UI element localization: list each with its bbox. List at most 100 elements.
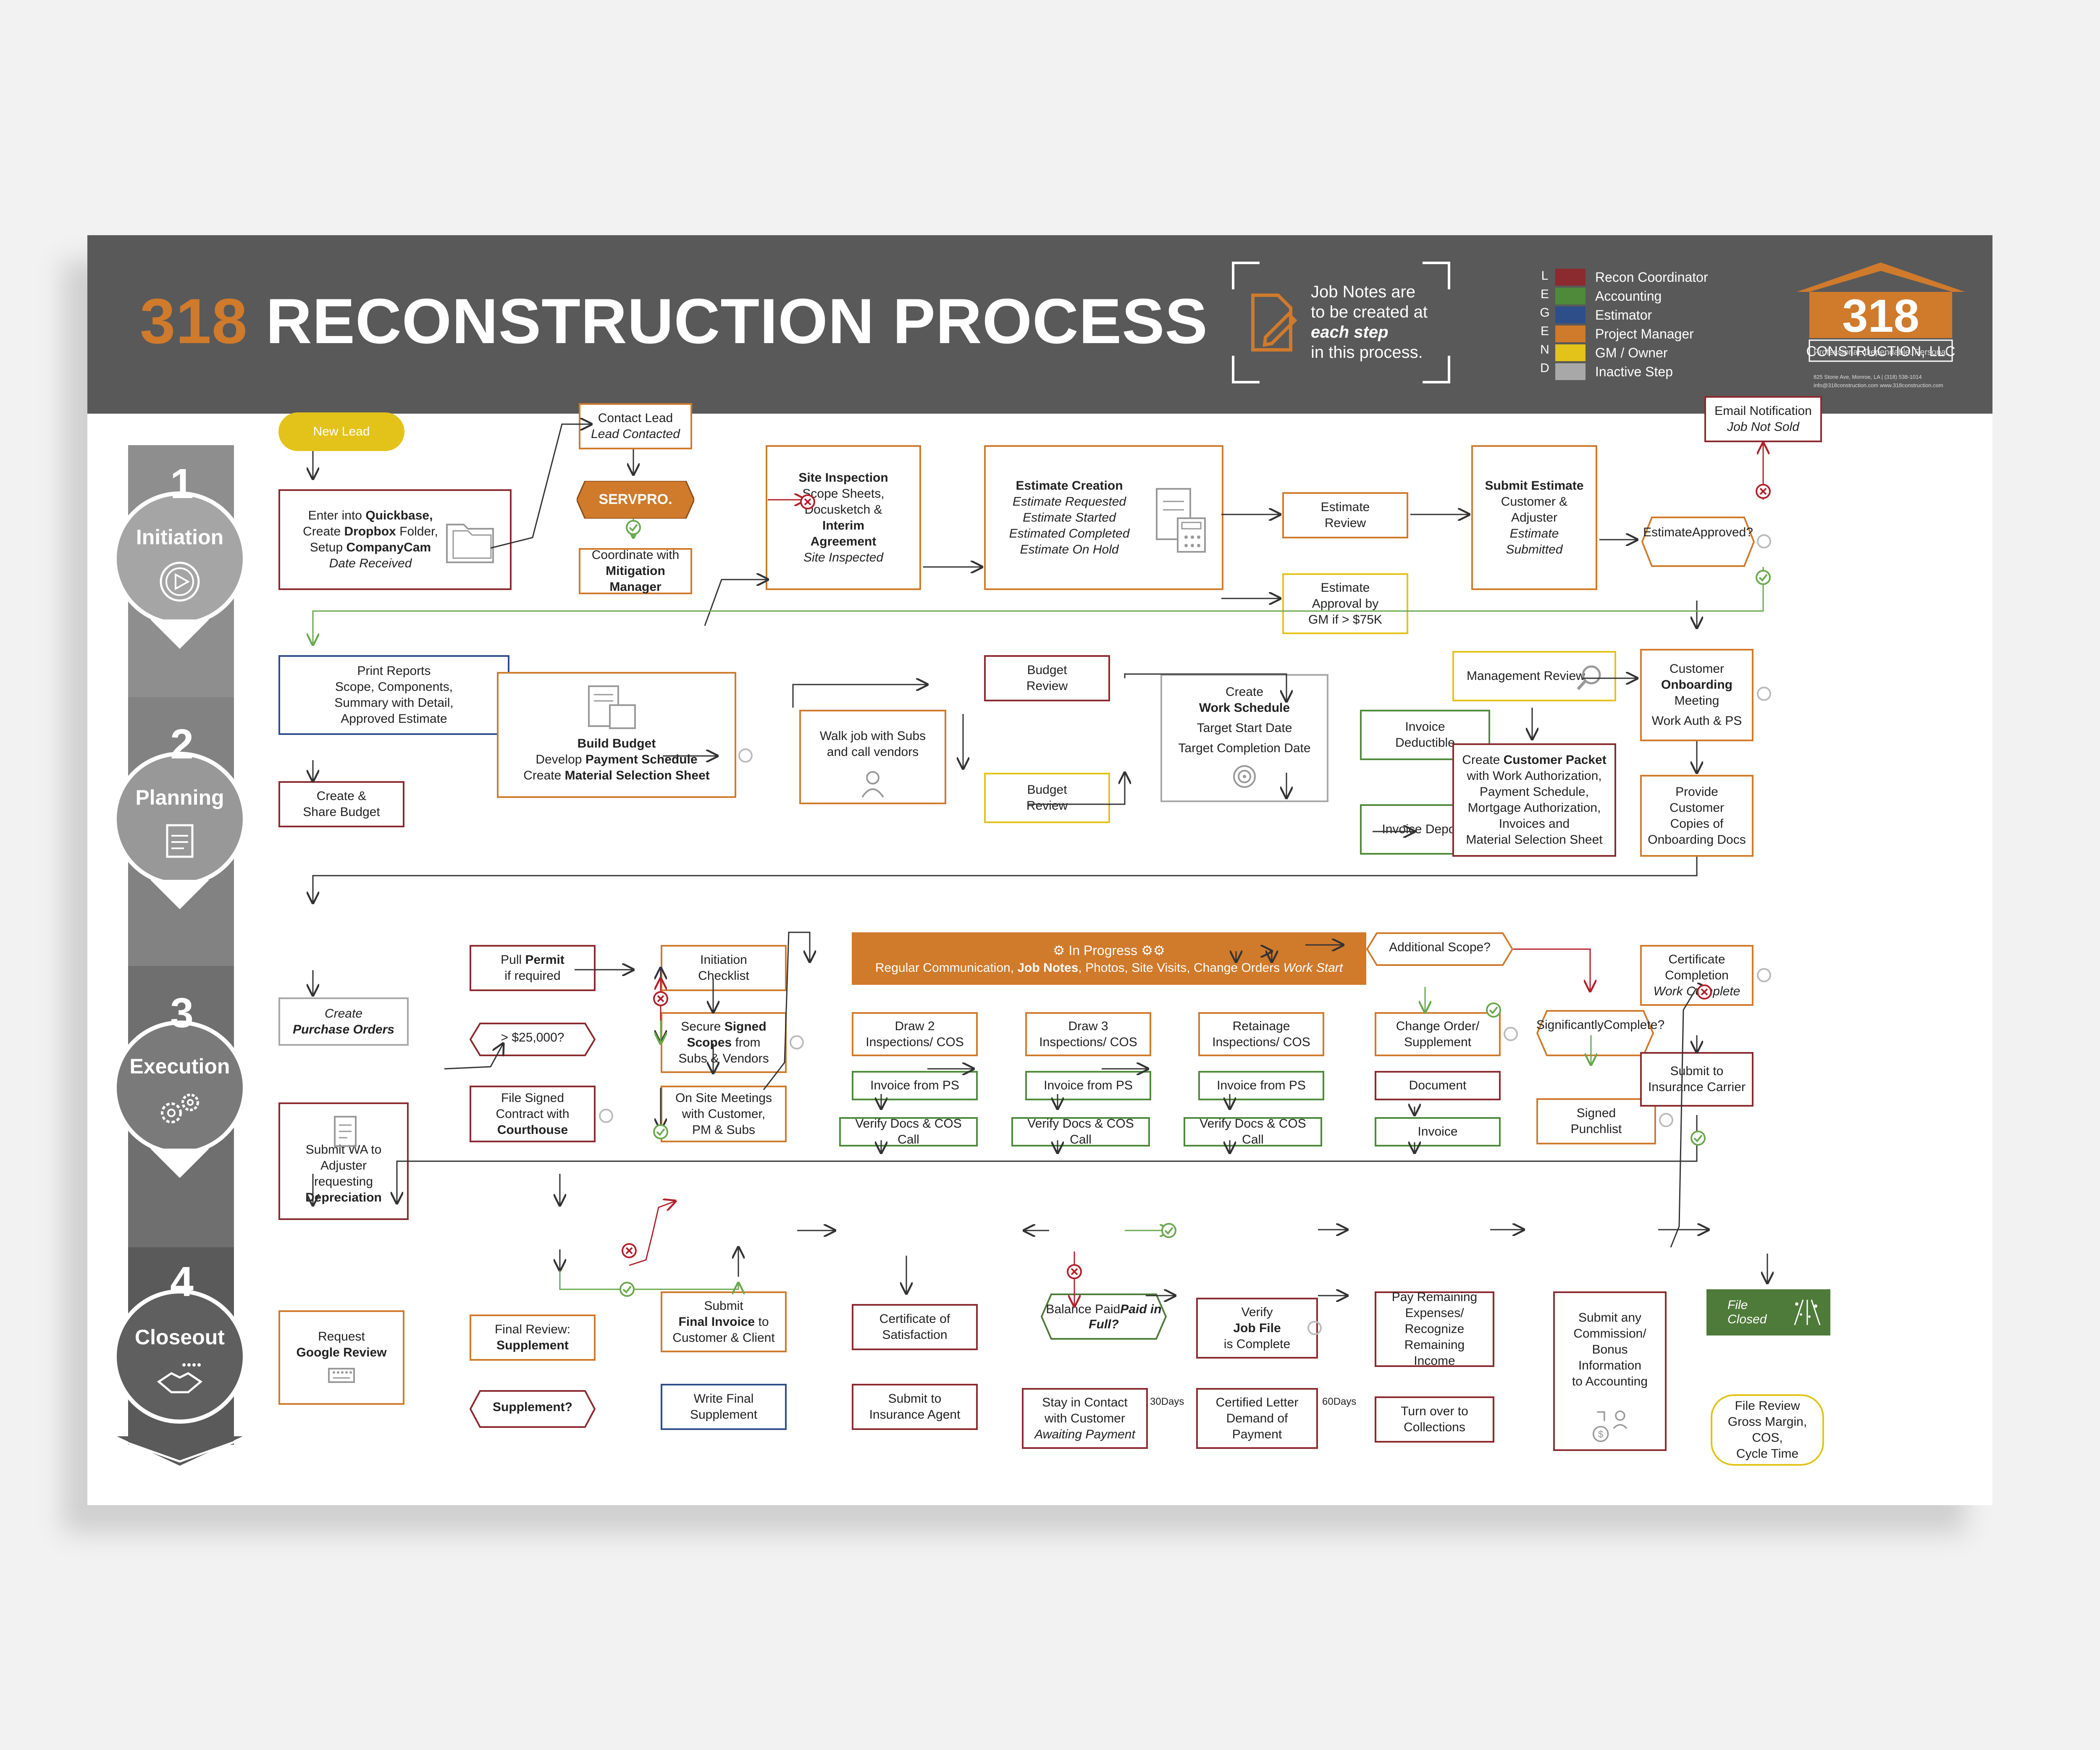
gear-icon bbox=[1757, 968, 1771, 982]
phase-number: 3 bbox=[170, 989, 194, 1036]
gear-icon bbox=[738, 748, 753, 763]
enter-quickbase-box[interactable]: Enter into Quickbase, Create Dropbox Fol… bbox=[278, 489, 512, 590]
change-order-box[interactable]: Change Order/Supplement bbox=[1375, 1012, 1501, 1056]
flow-connectors bbox=[87, 235, 1992, 1505]
gears-icon: ⚙⚙ bbox=[1141, 942, 1166, 958]
legend-swatch bbox=[1555, 269, 1586, 286]
phase-label: Initiation bbox=[136, 525, 224, 549]
phase-pointer bbox=[150, 619, 209, 649]
phase-circle-closeout bbox=[113, 1289, 247, 1424]
management-review-box[interactable]: Management Review bbox=[1452, 651, 1616, 701]
final-review-supplement-box[interactable]: Final Review:Supplement bbox=[470, 1314, 596, 1361]
additional-scope-decision[interactable] bbox=[1366, 932, 1513, 966]
supplement-decision[interactable] bbox=[470, 1390, 596, 1428]
30-days-label: 30Days bbox=[1150, 1396, 1184, 1407]
approve-icon bbox=[620, 1282, 635, 1297]
person-icon bbox=[861, 771, 884, 798]
build-budget-box[interactable]: Build Budget Develop Payment Schedule Cr… bbox=[497, 672, 736, 798]
handshake-icon bbox=[157, 1363, 203, 1393]
calculator-icon bbox=[1156, 488, 1206, 553]
magnifier-icon bbox=[1577, 665, 1601, 690]
poster: 318 RECONSTRUCTION PROCESS Job Notes are… bbox=[87, 235, 1992, 1505]
money-flow-icon: $ bbox=[1592, 1410, 1628, 1442]
phase-label: Closeout bbox=[135, 1325, 225, 1349]
threshold-label: > $25,000? bbox=[501, 1031, 564, 1044]
supplement-label: Supplement? bbox=[492, 1400, 572, 1414]
reject-icon bbox=[653, 991, 668, 1006]
verify-docs-2[interactable]: Verify Docs & COS Call bbox=[1011, 1117, 1150, 1147]
verify-docs-1[interactable]: Verify Docs & COS Call bbox=[839, 1117, 978, 1147]
new-lead-pill[interactable]: New Lead bbox=[278, 412, 404, 451]
legend-swatch bbox=[1555, 288, 1586, 304]
logo-name: CONSTRUCTION, LLC bbox=[1806, 344, 1955, 359]
reject-icon bbox=[800, 494, 815, 509]
document-box[interactable]: Document bbox=[1375, 1071, 1501, 1100]
rating-icon bbox=[328, 1368, 355, 1383]
in-progress-banner[interactable]: ⚙ In Progress ⚙⚙ Regular Communication, … bbox=[852, 932, 1366, 985]
phase-pointer bbox=[150, 880, 209, 909]
logo-email: info@318construction.com www.318construc… bbox=[1814, 382, 1943, 388]
invoice-box[interactable]: Invoice bbox=[1375, 1117, 1501, 1147]
60-days-label: 60Days bbox=[1322, 1396, 1357, 1407]
approve-icon bbox=[1161, 1223, 1176, 1238]
reject-icon bbox=[1756, 484, 1771, 499]
create-customer-packet-box[interactable]: Create Customer Packet with Work Authori… bbox=[1452, 743, 1616, 857]
company-logo: 318 CONSTRUCTION, LLC bbox=[1797, 262, 1965, 362]
estimate-approved-decision[interactable] bbox=[1641, 517, 1755, 567]
invoice-from-ps-3[interactable]: Invoice from PS bbox=[1198, 1071, 1324, 1100]
phase-number: 4 bbox=[170, 1258, 194, 1305]
invoice-from-ps-1[interactable]: Invoice from PS bbox=[852, 1071, 978, 1100]
reject-icon bbox=[1067, 1264, 1082, 1279]
logo-address: 825 Stone Ave, Monroe, LA | (318) 538-10… bbox=[1814, 374, 1922, 380]
legend-swatch bbox=[1555, 307, 1586, 323]
planning-icon bbox=[166, 824, 194, 858]
approve-icon bbox=[1690, 1131, 1706, 1146]
invoice-from-ps-2[interactable]: Invoice from PS bbox=[1025, 1071, 1151, 1100]
legend-swatch bbox=[1555, 344, 1586, 361]
gear-icon bbox=[1659, 1113, 1673, 1127]
create-share-budget-box[interactable]: Create &Share Budget bbox=[278, 781, 404, 827]
target-icon bbox=[1233, 765, 1256, 788]
phase-label: Planning bbox=[135, 786, 224, 809]
verify-docs-3[interactable]: Verify Docs & COS Call bbox=[1184, 1117, 1322, 1147]
